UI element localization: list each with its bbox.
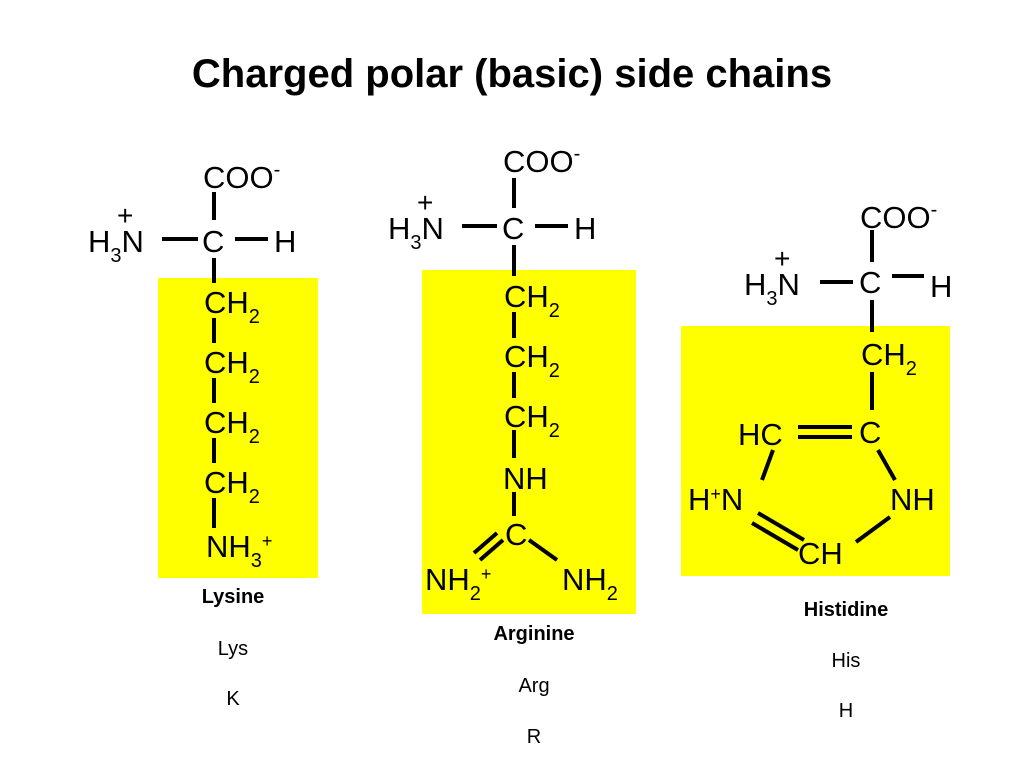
arg-carboxyl: COO- xyxy=(503,143,580,179)
arg-amino-group: H3N xyxy=(388,211,444,254)
his-amino-charge: + xyxy=(774,243,790,274)
lys-amino-side-group: NH3+ xyxy=(206,529,272,572)
arginine-name: Arginine xyxy=(493,623,575,645)
his-carboxyl: COO- xyxy=(860,199,937,235)
histidine-bonds xyxy=(750,230,924,552)
lys-carboxyl: COO- xyxy=(203,159,280,195)
arg-alpha-carbon: C xyxy=(502,211,524,246)
arg-ch2-3: CH2 xyxy=(504,399,560,442)
lys-ch2-1: CH2 xyxy=(204,285,260,328)
arg-nh2: NH2 xyxy=(562,562,618,605)
arg-ch2-1: CH2 xyxy=(504,279,560,322)
histidine-structure: COO- + H3N C H CH2 HC C H+N NH CH xyxy=(688,199,952,571)
his-amino-group: H3N xyxy=(744,267,800,310)
arginine-side-chain-highlight xyxy=(422,270,636,614)
arg-alpha-hydrogen: H xyxy=(574,211,596,246)
arg-nh2-charged: NH2+ xyxy=(425,562,491,605)
arginine-bonds xyxy=(462,178,568,562)
arginine-abbr1: R xyxy=(526,726,542,748)
histidine-side-chain-highlight xyxy=(681,326,950,576)
histidine-name: Histidine xyxy=(803,599,889,621)
lysine-bonds xyxy=(162,192,268,528)
arg-nh: NH xyxy=(503,461,548,496)
his-alpha-hydrogen: H xyxy=(930,269,952,304)
lys-ch2-4: CH2 xyxy=(204,465,260,508)
arg-amino-charge: + xyxy=(417,187,433,218)
lysine-abbr3: Lys xyxy=(217,638,249,660)
lys-alpha-hydrogen: H xyxy=(274,224,296,259)
lys-ch2-3: CH2 xyxy=(204,405,260,448)
lys-amino-charge: + xyxy=(117,200,133,231)
arg-ch2-2: CH2 xyxy=(504,339,560,382)
lysine-structure: COO- + H3N C H CH2 CH2 CH2 CH2 NH3+ xyxy=(88,159,296,572)
his-ch2: CH2 xyxy=(861,337,917,380)
lysine-abbr1: K xyxy=(226,688,240,710)
histidine-abbr3: His xyxy=(831,650,861,672)
his-alpha-carbon: C xyxy=(859,265,881,300)
arginine-structure: COO- + H3N C H CH2 CH2 CH2 NH C NH2+ NH2 xyxy=(388,143,618,605)
his-ring-ch: CH xyxy=(798,536,843,571)
his-ring-c: C xyxy=(859,415,881,450)
lysine-name: Lysine xyxy=(201,586,265,608)
page-title: Charged polar (basic) side chains xyxy=(191,52,833,96)
his-ring-nh-charged: H+N xyxy=(688,482,743,517)
lys-ch2-2: CH2 xyxy=(204,345,260,388)
his-ring-nh: NH xyxy=(890,482,935,517)
lysine-side-chain-highlight xyxy=(158,278,318,578)
histidine-abbr1: H xyxy=(838,700,854,722)
arg-guanidino-carbon: C xyxy=(505,517,527,552)
lys-alpha-carbon: C xyxy=(202,224,224,259)
arginine-abbr3: Arg xyxy=(518,675,550,697)
his-ring-hc: HC xyxy=(738,417,783,452)
lys-amino-group: H3N xyxy=(88,224,144,267)
